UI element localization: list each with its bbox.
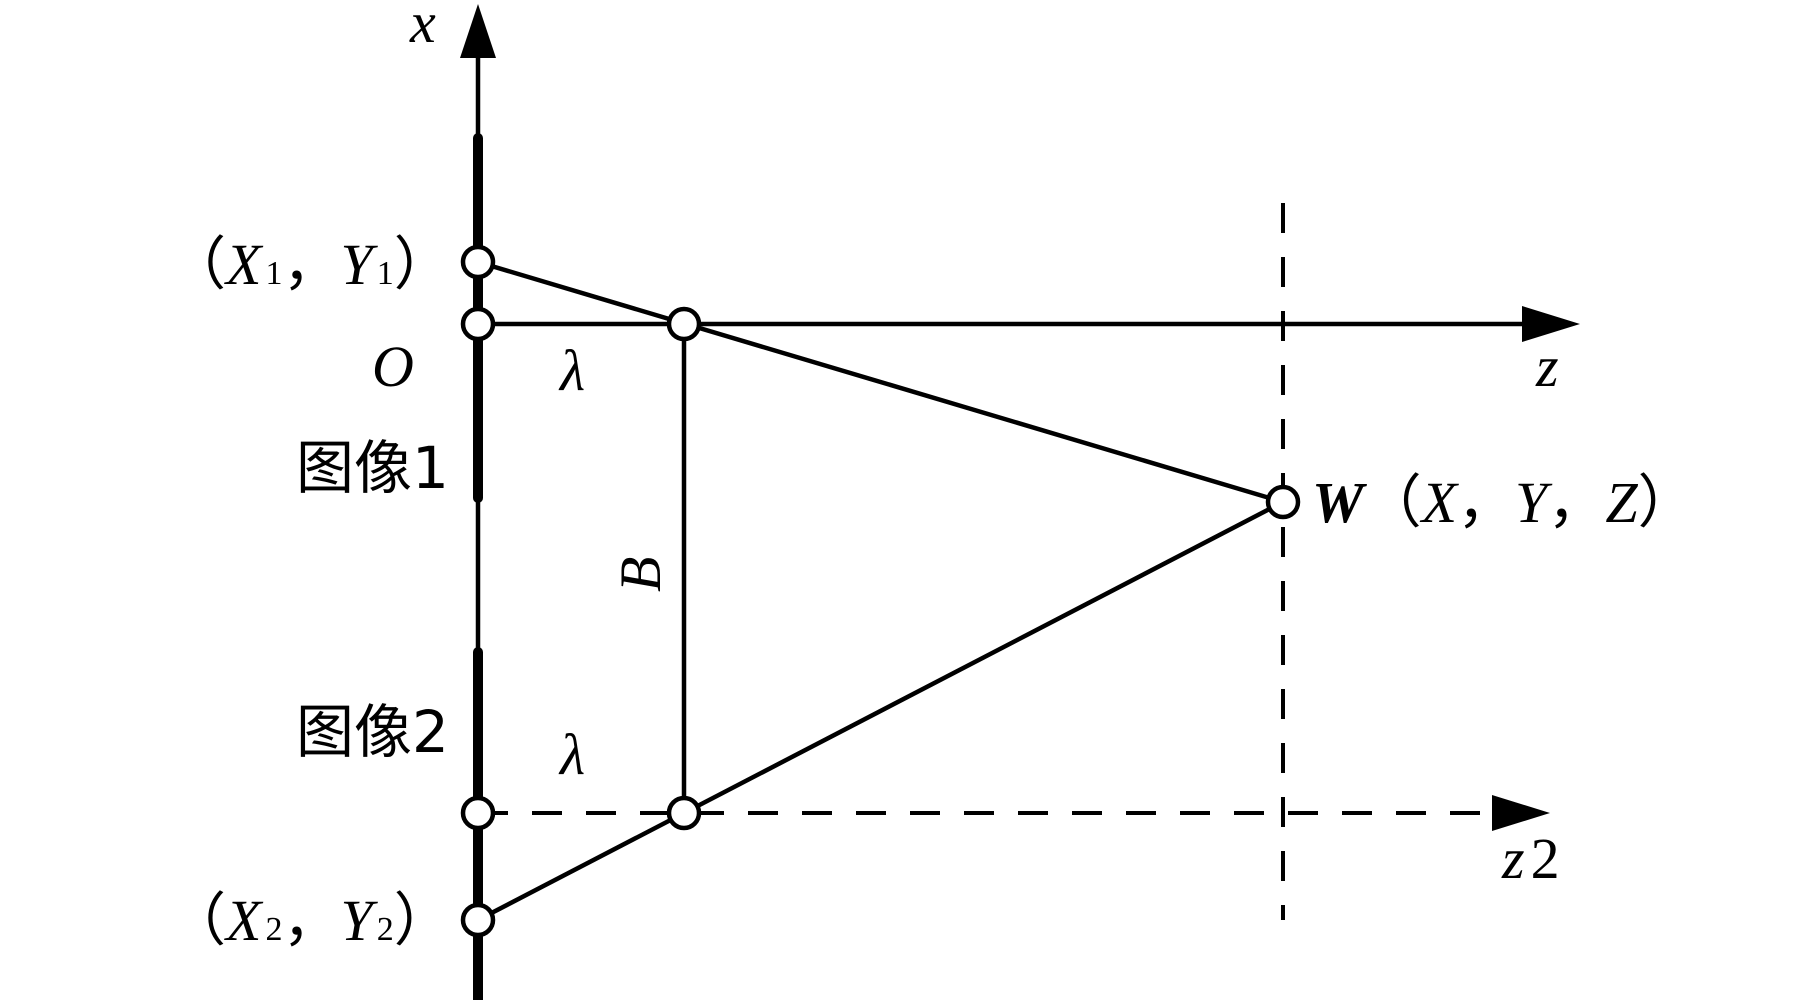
focal-length-label-1: λ bbox=[558, 338, 585, 403]
x-axis-label: x bbox=[409, 0, 436, 55]
world-point-label: W（X，Y，Z） bbox=[1312, 470, 1696, 535]
lens-center-1-marker bbox=[666, 306, 702, 342]
origin-label: O bbox=[372, 334, 414, 399]
point-x2-y2-marker bbox=[460, 902, 496, 938]
ray-image1-to-w bbox=[477, 259, 1284, 505]
world-point-marker bbox=[1265, 484, 1301, 520]
baseline-label: B bbox=[608, 557, 673, 592]
z-axis-arrowhead bbox=[1522, 306, 1580, 342]
image1-label: 图像1 bbox=[296, 434, 449, 502]
z2-subscript: 2 bbox=[1531, 826, 1560, 891]
lens-center-2-marker bbox=[666, 795, 702, 831]
z-axis-label: z bbox=[1535, 334, 1559, 399]
z2-main: z bbox=[1501, 826, 1525, 891]
z2-axis-arrowhead bbox=[1492, 795, 1550, 831]
origin-marker bbox=[460, 306, 496, 342]
focal-length-label-2: λ bbox=[558, 722, 585, 787]
point-x1-y1-marker bbox=[460, 244, 496, 280]
ray-image2-to-w bbox=[476, 500, 1285, 922]
image2-origin-marker bbox=[460, 795, 496, 831]
x-axis-arrowhead bbox=[460, 4, 496, 58]
image2-label: 图像2 bbox=[296, 698, 449, 766]
